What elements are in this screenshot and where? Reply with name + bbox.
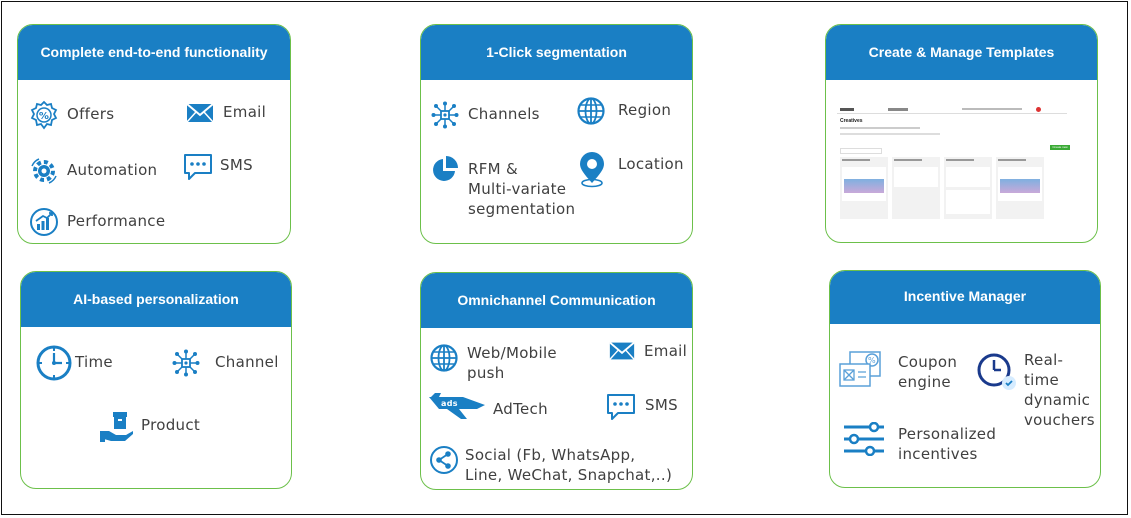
- feature-social: Social (Fb, WhatsApp, Line, WeChat, Snap…: [429, 445, 672, 485]
- feature-automation: Automation: [29, 158, 158, 186]
- gear-icon: [29, 156, 59, 186]
- feature-web-push: Web/Mobile push: [429, 343, 557, 383]
- feature-label: Time: [75, 353, 113, 371]
- feature-label: AdTech: [493, 400, 548, 418]
- share-icon: [429, 445, 459, 475]
- map-pin-icon: [576, 152, 608, 188]
- feature-label: Web/Mobile push: [467, 344, 557, 382]
- feature-performance: Performance: [29, 208, 166, 237]
- feature-label: RFM & Multi-variate segmentation: [468, 160, 576, 218]
- feature-adtech: ads AdTech: [427, 393, 548, 421]
- feature-sms: SMS: [605, 394, 678, 423]
- timer-icon: [976, 350, 1018, 392]
- feature-label: Email: [644, 342, 688, 360]
- feature-label: Channels: [468, 105, 540, 123]
- feature-time: Time: [35, 345, 113, 382]
- card-segmentation: 1-Click segmentation Channels Region RFM…: [420, 24, 693, 244]
- feature-label: SMS: [645, 396, 678, 414]
- pie-chart-icon: [430, 155, 460, 185]
- feature-label: Offers: [67, 105, 115, 123]
- globe-icon: [576, 96, 606, 126]
- feature-sms: SMS: [182, 154, 253, 181]
- card-title: Omnichannel Communication: [421, 273, 692, 328]
- growth-chart-icon: [29, 207, 59, 237]
- network-icon: [171, 348, 201, 378]
- clock-icon: [35, 344, 73, 382]
- feature-vouchers: Real- time dynamic vouchers: [976, 350, 1095, 430]
- feature-label: Coupon engine: [898, 353, 958, 391]
- feature-email: Email: [608, 341, 687, 365]
- create-new-button: Create new: [1050, 145, 1070, 150]
- feature-label: Real- time dynamic vouchers: [1024, 351, 1095, 429]
- feature-product: Product: [99, 412, 201, 445]
- feature-label: Channel: [215, 353, 279, 371]
- card-title: Create & Manage Templates: [826, 25, 1097, 80]
- templates-screenshot: Creatives Create new: [837, 105, 1070, 223]
- box-in-hand-icon: [99, 409, 135, 445]
- feature-label: Product: [141, 416, 201, 434]
- envelope-icon: [185, 98, 215, 128]
- ads-plane-icon: ads: [427, 393, 487, 421]
- feature-label: Region: [618, 101, 672, 119]
- feature-label: Personalized incentives: [898, 425, 997, 463]
- feature-location: Location: [576, 152, 684, 188]
- feature-region: Region: [576, 97, 672, 126]
- svg-text:%: %: [868, 356, 876, 365]
- feature-label: Email: [223, 103, 267, 121]
- ads-badge-text: ads: [441, 399, 458, 408]
- chat-bubble-icon: [605, 391, 637, 423]
- card-omnichannel: Omnichannel Communication Web/Mobile pus…: [420, 272, 693, 490]
- envelope-icon: [608, 337, 636, 365]
- svg-text:%: %: [39, 111, 49, 122]
- card-title: Incentive Manager: [830, 271, 1100, 324]
- card-personalization: AI-based personalization Time Channel Pr…: [20, 271, 292, 489]
- feature-label: Social (Fb, WhatsApp, Line, WeChat, Snap…: [465, 446, 673, 484]
- feature-coupon: % Coupon engine: [838, 350, 958, 392]
- coupon-icon: %: [838, 350, 886, 390]
- feature-rfm: RFM & Multi-variate segmentation: [430, 156, 576, 219]
- card-functionality: Complete end-to-end functionality % Offe…: [17, 24, 291, 244]
- chat-bubble-icon: [182, 151, 212, 181]
- feature-label: Performance: [67, 212, 166, 230]
- feature-label: Automation: [67, 161, 158, 179]
- feature-email: Email: [185, 102, 266, 128]
- card-title: Complete end-to-end functionality: [18, 25, 290, 80]
- sliders-icon: [842, 422, 886, 456]
- globe-icon: [429, 343, 459, 373]
- feature-label: SMS: [220, 156, 253, 174]
- card-title: 1-Click segmentation: [421, 25, 692, 80]
- screenshot-title: Creatives: [840, 118, 863, 124]
- feature-channels: Channels: [430, 101, 540, 130]
- feature-personalized-incentives: Personalized incentives: [842, 422, 997, 464]
- card-title: AI-based personalization: [21, 272, 291, 327]
- feature-label: Location: [618, 155, 684, 173]
- feature-channel: Channel: [171, 349, 279, 378]
- card-templates: Create & Manage Templates Creatives Crea…: [825, 24, 1098, 243]
- percent-badge-icon: %: [29, 100, 59, 130]
- network-icon: [430, 100, 460, 130]
- card-incentive: Incentive Manager % Coupon engine Real- …: [829, 270, 1101, 488]
- feature-offers: % Offers: [29, 100, 115, 130]
